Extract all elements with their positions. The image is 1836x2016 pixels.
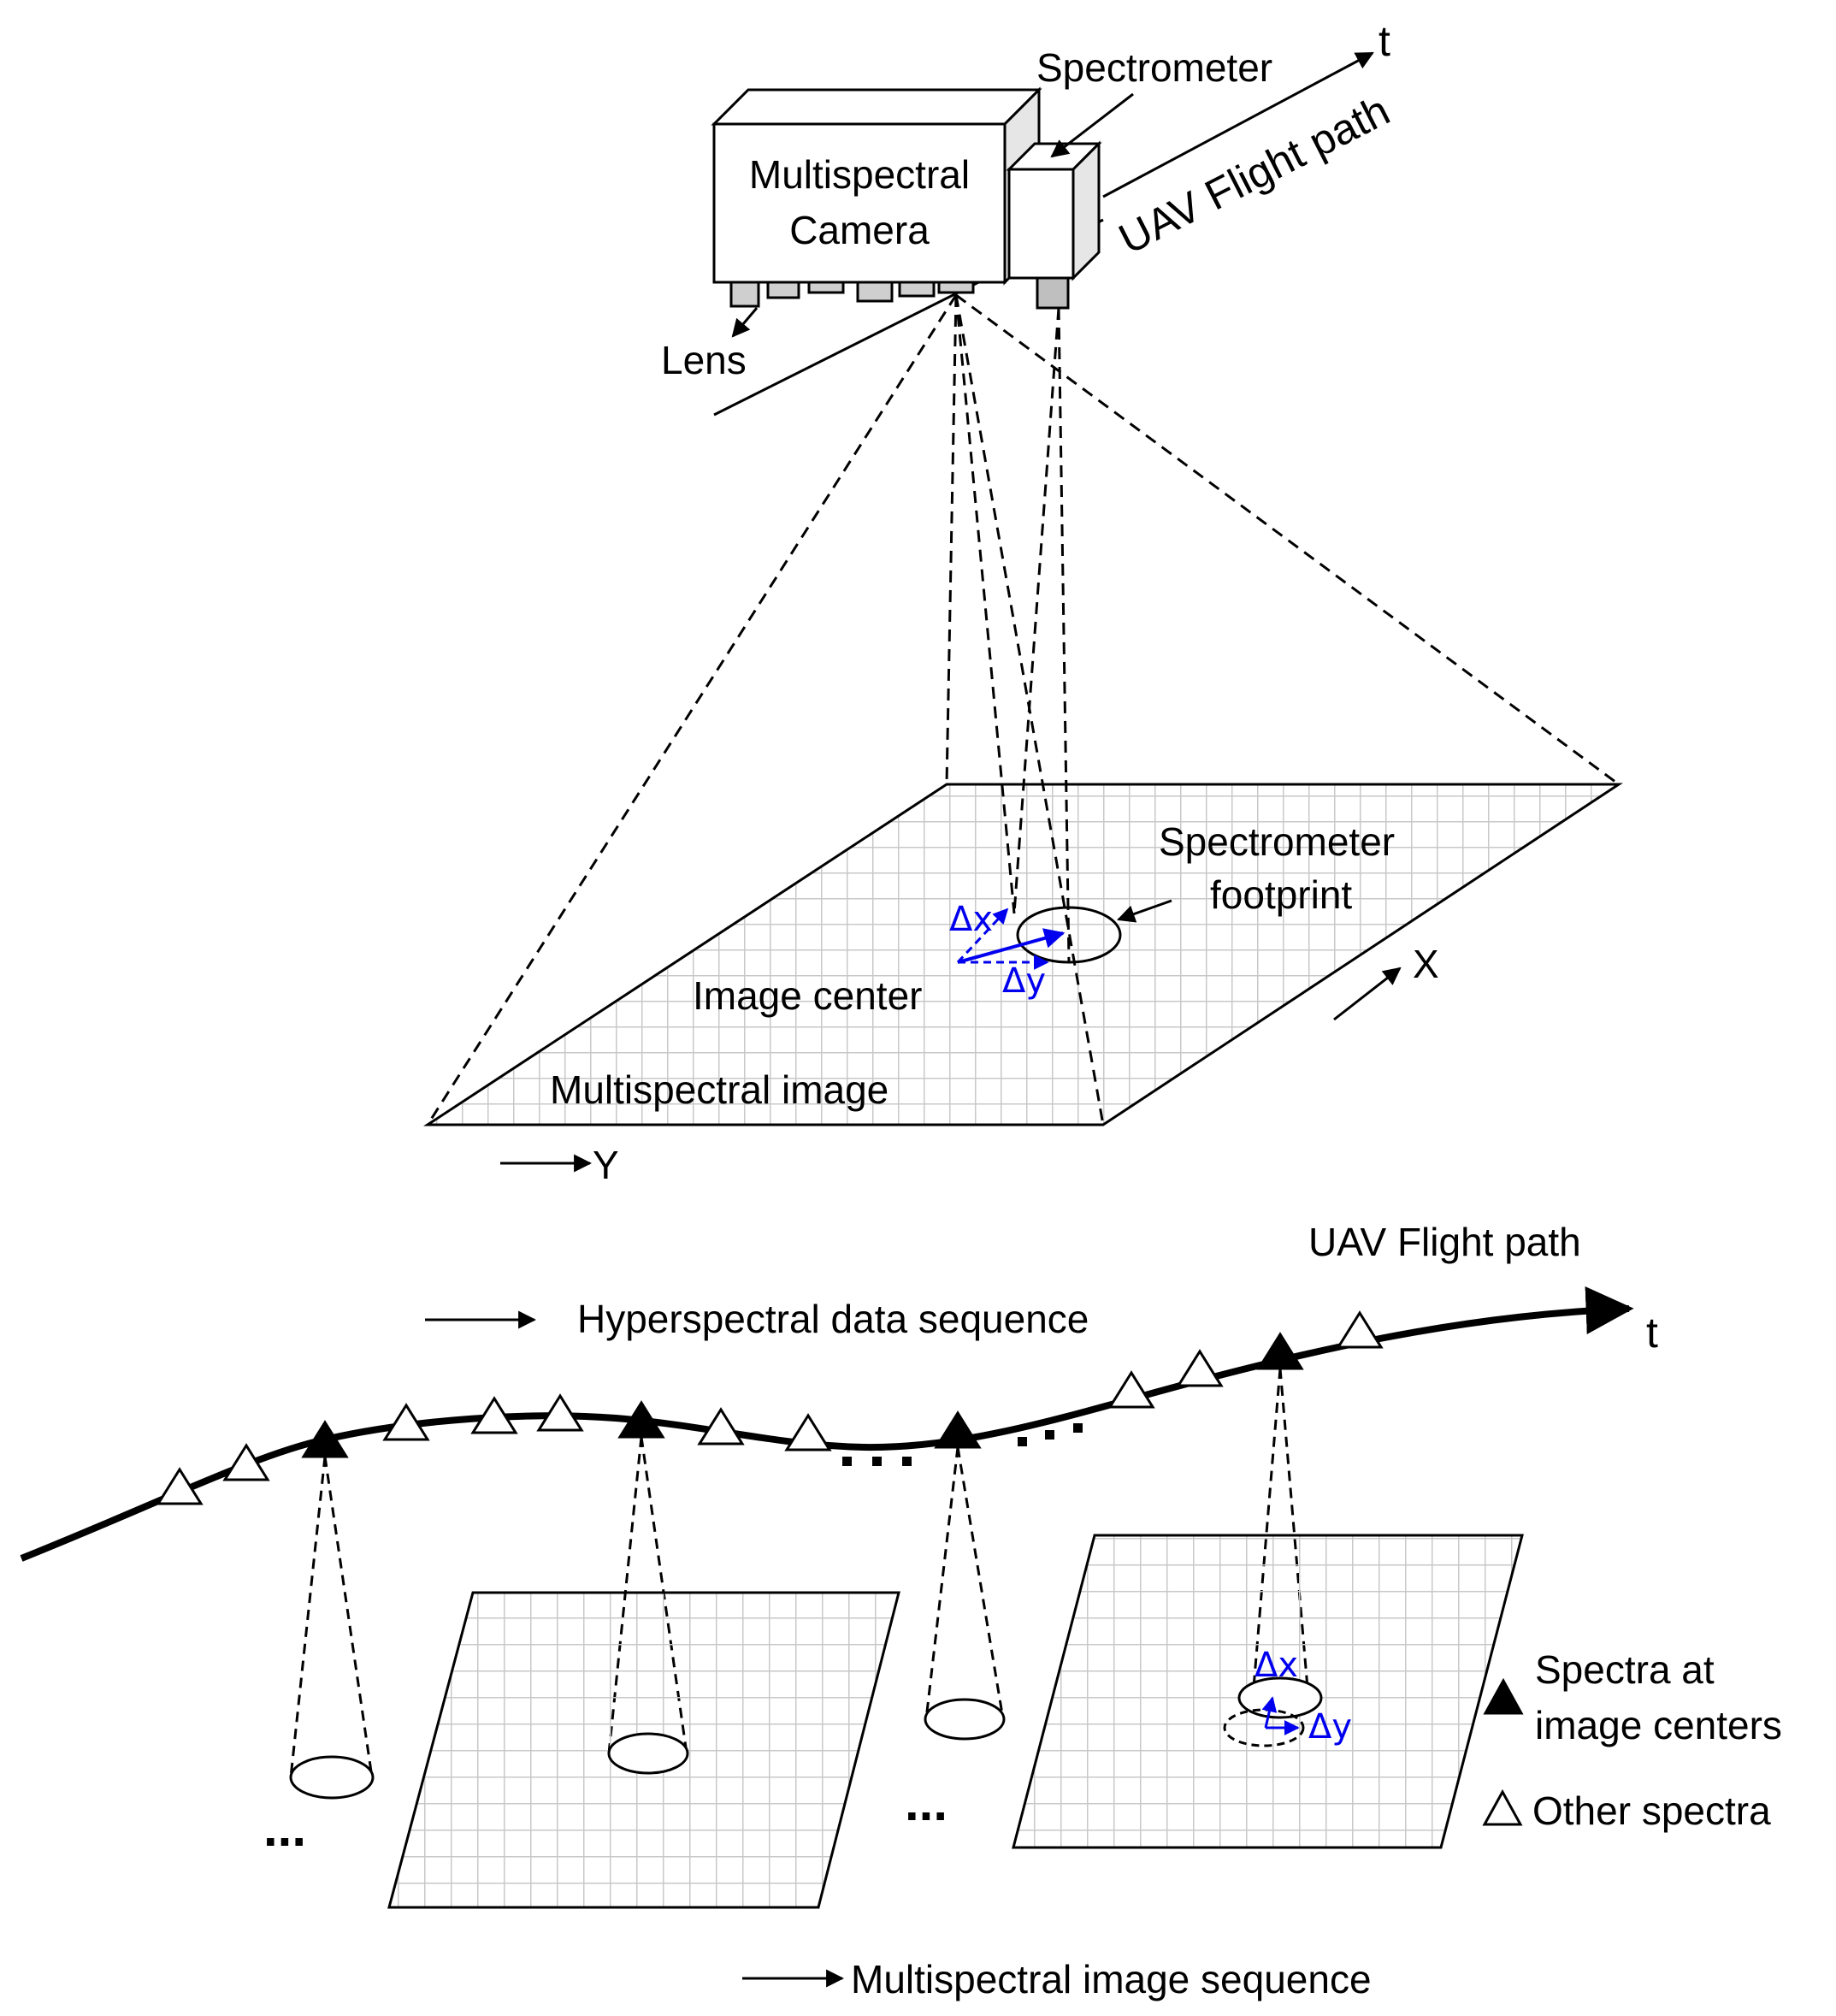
multispectral-image-label: Multispectral image [550,1067,888,1112]
open-triangle [1107,1370,1155,1409]
footprint-label-line1: Spectrometer [1159,819,1395,864]
offset-vectors-bottom [1261,1696,1300,1735]
legend-filled-triangle-icon [1483,1677,1524,1715]
footprint-ellipse [1237,1676,1323,1719]
other-spectra-markers [156,1310,1384,1505]
open-triangle [1176,1349,1224,1387]
footprint-label-line2: footprint [1210,872,1352,917]
delta-y-label-bottom: Δy [1308,1707,1352,1747]
delta-x-label-top: Δx [949,900,993,939]
image-center-label: Image center [693,973,922,1018]
legend-open-label: Other spectra [1532,1788,1771,1833]
open-triangle [536,1393,584,1432]
delta-x-label-bottom: Δx [1255,1646,1298,1685]
camera-lenses [729,281,975,308]
footprint-ellipse [289,1755,375,1800]
y-axis-label: Y [593,1143,619,1187]
spectrometer-label: Spectrometer [1036,45,1272,90]
open-triangle [470,1396,518,1434]
open-triangle [222,1443,270,1481]
multispectral-image-sequence-label: Multispectral image sequence [851,1957,1372,2001]
bottom-footprints [289,1676,1323,1800]
ellipsis-middle: ... [905,1774,948,1831]
multispectral-camera [711,86,1042,308]
offset-footprint-ellipse [1223,1708,1305,1747]
spectrometer-footprint-ellipse [1016,906,1122,964]
filled-triangle [1256,1332,1304,1370]
center-spectra-markers [301,1332,1304,1458]
delta-y-label-top: Δy [1002,961,1046,1001]
legend-filled-label-line2: image centers [1535,1703,1782,1747]
camera-label-line1: Multispectral [749,152,970,197]
open-triangle [784,1413,832,1451]
legend: Spectra at image centers Other spectra [1482,1647,1782,1833]
legend-filled-label-line1: Spectra at [1535,1647,1715,1692]
uav-flight-path-label-bottom: UAV Flight path [1308,1220,1581,1264]
x-axis-label: X [1413,942,1439,986]
lens-label: Lens [661,338,747,382]
camera-label-line2: Camera [789,208,930,252]
footprint-ellipse [607,1732,689,1775]
open-triangle [156,1467,204,1505]
open-triangle [697,1407,745,1445]
offset-vectors-top [956,907,1066,970]
spectrometer-box [1006,140,1102,310]
open-triangle [382,1403,430,1441]
top-image-plane [422,783,1623,1126]
hyperspectral-sequence-label: Hyperspectral data sequence [577,1297,1089,1341]
top-projection-lines [426,293,1620,1126]
uav-flight-path-label-top: UAV Flight path [1112,86,1397,263]
t-axis-label-bottom: t [1646,1309,1658,1357]
filled-triangle [934,1410,982,1449]
ellipsis-left: ... [263,1800,306,1857]
path-gap-dots [842,1423,1083,1466]
t-axis-label-top: t [1378,17,1390,65]
open-triangle [1336,1310,1384,1349]
flight-path-curve-bottom [20,1286,1634,1562]
footprint-ellipse [924,1698,1006,1741]
legend-open-triangle-icon [1482,1788,1523,1826]
